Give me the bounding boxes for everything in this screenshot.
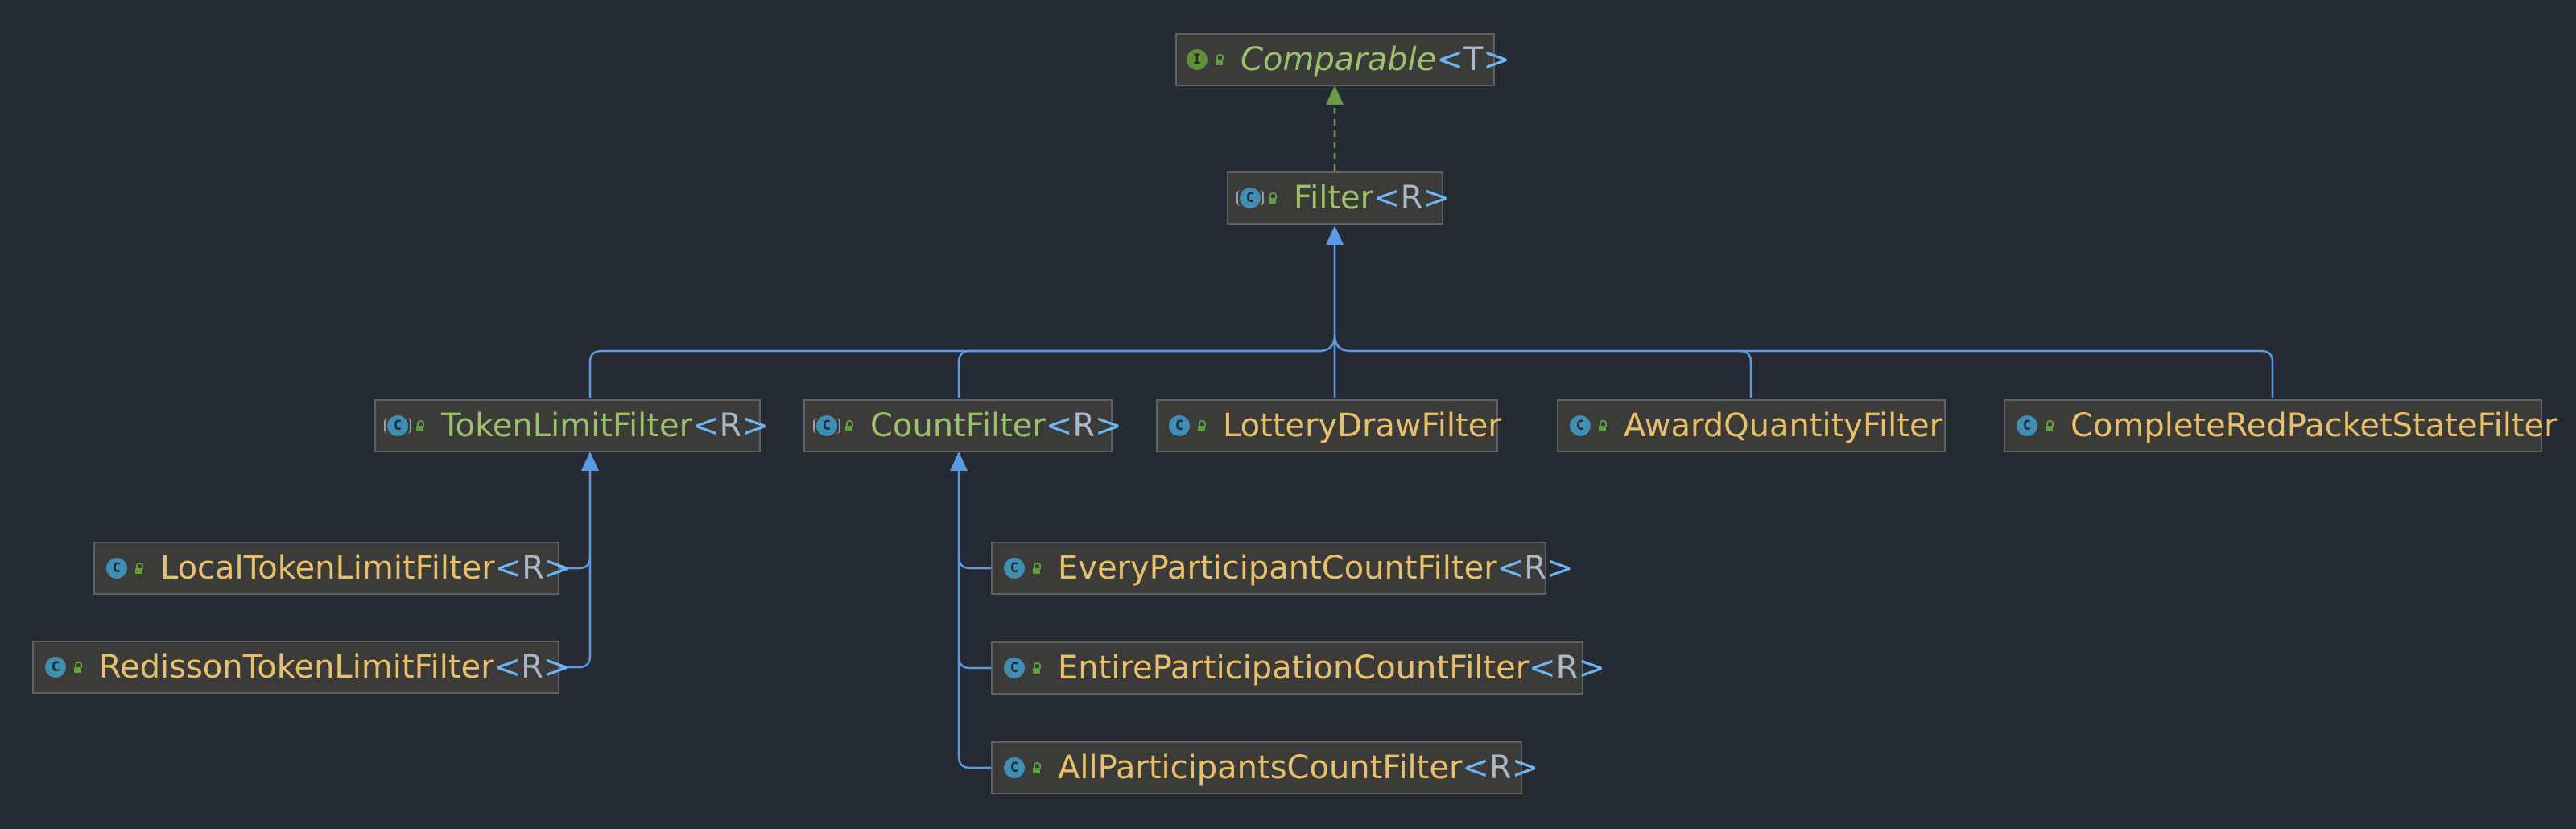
type-parameter: <R> [493, 649, 571, 686]
edges-to-filter [588, 241, 2274, 398]
extends-arrowhead-countfilter [950, 452, 968, 471]
node-name: AllParticipantsCountFilter [1058, 749, 1463, 786]
node-count-filter[interactable]: C CountFilter<R> [803, 399, 1122, 452]
class-icon: C [1004, 757, 1025, 778]
node-redisson-token-limit-filter[interactable]: C RedissonTokenLimitFilter<R> [32, 641, 570, 694]
node-name: LocalTokenLimitFilter [160, 550, 495, 587]
public-lock-icon [135, 562, 143, 574]
class-icon: C [106, 558, 127, 579]
abstract-class-icon: C [813, 415, 840, 436]
type-parameter: <R> [1045, 407, 1122, 444]
implements-arrowhead [1326, 85, 1344, 105]
node-name: Comparable [1241, 41, 1437, 78]
class-icon: C [45, 657, 66, 678]
edges-to-tokenlimitfilter [559, 467, 592, 669]
node-name: RedissonTokenLimitFilter [99, 649, 494, 686]
public-lock-icon [1269, 192, 1277, 204]
edge-redissontokenlimitfilter-extends-tokenlimitfilter [559, 557, 592, 669]
class-icon: C [2017, 415, 2037, 436]
edge-awardquantityfilter-extends-filter [1333, 334, 1752, 398]
node-name: Filter [1294, 179, 1374, 217]
class-icon: C [1169, 415, 1190, 436]
abstract-class-icon: C [1236, 188, 1264, 208]
node-complete-red-packet-state-filter[interactable]: C CompleteRedPacketStateFilter [2004, 399, 2557, 452]
node-comparable[interactable]: I Comparable<T> [1175, 33, 1510, 86]
type-parameter: <T> [1436, 41, 1510, 78]
class-icon: C [1004, 658, 1025, 678]
node-name: TokenLimitFilter [441, 407, 693, 444]
interface-icon: I [1187, 49, 1208, 70]
node-name: LotteryDrawFilter [1223, 407, 1501, 444]
edge-countfilter-extends-filter [957, 349, 1319, 398]
edge-tokenlimitfilter-extends-filter [588, 334, 1336, 398]
type-parameter: <R> [1373, 179, 1450, 217]
node-filter[interactable]: C Filter<R> [1227, 171, 1450, 225]
class-icon: C [1004, 558, 1025, 579]
node-local-token-limit-filter[interactable]: C LocalTokenLimitFilter<R> [93, 542, 572, 595]
public-lock-icon [2046, 419, 2054, 431]
public-lock-icon [1198, 419, 1206, 431]
abstract-class-icon: C [384, 415, 411, 436]
extends-arrowhead-filter [1326, 225, 1344, 245]
type-parameter: <R> [494, 550, 572, 587]
edge-everyparticipantcountfilter-extends-countfilter [957, 556, 991, 570]
public-lock-icon [845, 419, 853, 431]
node-name: EntireParticipationCountFilter [1058, 650, 1530, 687]
public-lock-icon [1033, 562, 1041, 574]
node-award-quantity-filter[interactable]: C AwardQuantityFilter [1557, 399, 1946, 452]
public-lock-icon [1033, 662, 1041, 674]
node-lottery-draw-filter[interactable]: C LotteryDrawFilter [1156, 399, 1501, 452]
type-parameter: <R> [1496, 550, 1574, 587]
type-parameter: <R> [1462, 749, 1539, 786]
edge-completeredpacketstatefilter-extends-filter [1740, 349, 2274, 398]
node-every-participant-count-filter[interactable]: C EveryParticipantCountFilter<R> [991, 542, 1573, 595]
node-name: EveryParticipantCountFilter [1058, 550, 1497, 587]
node-all-participants-count-filter[interactable]: C AllParticipantsCountFilter<R> [991, 741, 1538, 794]
node-token-limit-filter[interactable]: C TokenLimitFilter<R> [374, 399, 769, 452]
type-parameter: <R> [692, 407, 769, 444]
type-parameter: <R> [1529, 650, 1605, 687]
public-lock-icon [1033, 761, 1041, 773]
public-lock-icon [1216, 53, 1224, 65]
node-entire-participation-count-filter[interactable]: C EntireParticipationCountFilter<R> [991, 641, 1605, 695]
node-name: CountFilter [870, 407, 1046, 444]
public-lock-icon [74, 661, 82, 673]
edges-to-countfilter [957, 467, 991, 769]
edge-allparticipantscountfilter-extends-countfilter [957, 756, 991, 769]
node-name: AwardQuantityFilter [1624, 407, 1943, 444]
extends-arrowhead-tokenlimitfilter [581, 452, 599, 471]
public-lock-icon [1599, 419, 1607, 431]
class-icon: C [1570, 415, 1591, 436]
node-name: CompleteRedPacketStateFilter [2070, 407, 2557, 444]
public-lock-icon [416, 419, 424, 431]
edge-entireparticipationcountfilter-extends-countfilter [957, 656, 991, 670]
